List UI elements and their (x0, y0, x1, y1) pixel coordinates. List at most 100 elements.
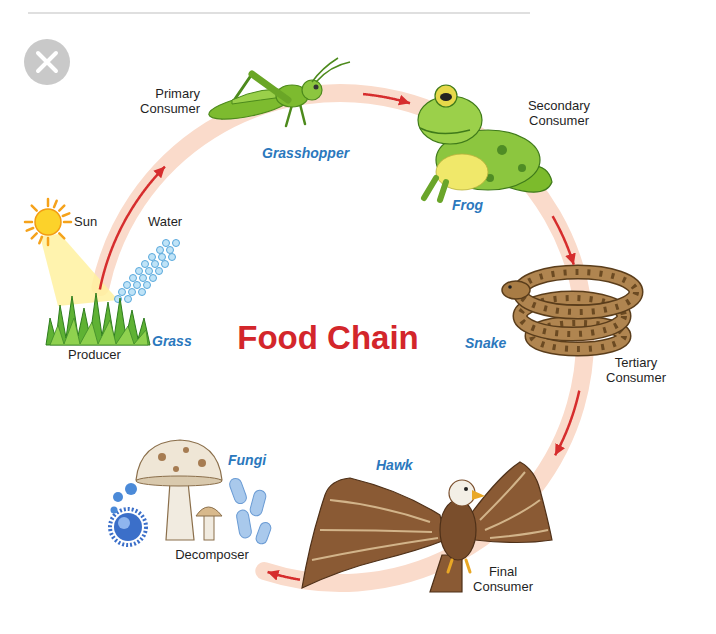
energy-arrow (268, 572, 300, 580)
fungi-drawing (118, 517, 130, 529)
frog-drawing (435, 85, 457, 107)
sun-icon (59, 233, 64, 238)
fungi-drawing (114, 513, 142, 541)
sun-icon (63, 213, 70, 216)
energy-arrow (363, 94, 410, 103)
water-drops (156, 268, 163, 275)
sun-icon (25, 199, 71, 245)
water-drops (142, 261, 149, 268)
grass-drawing (46, 293, 150, 345)
snake-drawing (502, 281, 530, 299)
grasshopper-drawing (312, 58, 350, 82)
snake-drawing (520, 272, 636, 312)
snake-drawing (508, 285, 512, 289)
fungi-drawing (196, 507, 222, 516)
water-drops (167, 247, 174, 254)
sun-icon (54, 201, 57, 208)
screen-edge (28, 13, 530, 14)
input-label: Sun (74, 214, 97, 229)
organism-node: FungiDecomposer (112, 440, 280, 572)
close-button (24, 39, 70, 85)
frog-drawing (420, 128, 470, 134)
organism-node: SnakeTertiary Consumer (460, 265, 679, 390)
trophic-role: Secondary Consumer (516, 98, 602, 128)
sun-icon (47, 238, 50, 245)
organism-name: Fungi (228, 452, 266, 468)
fungi-drawing (110, 440, 272, 545)
fungi-drawing (136, 476, 222, 486)
grass-drawing (50, 318, 148, 345)
energy-arrow (553, 216, 574, 264)
hawk-drawing (464, 487, 468, 491)
close-button (38, 53, 56, 71)
hawk-drawing (312, 500, 438, 560)
water-drops (134, 282, 141, 289)
fungi-drawing (110, 509, 146, 545)
hawk-drawing (302, 478, 445, 588)
trophic-role: Final Consumer (466, 564, 540, 594)
grasshopper-drawing (207, 58, 350, 126)
fungi-drawing (249, 489, 267, 517)
water-drops (124, 282, 131, 289)
frog-drawing (440, 93, 452, 101)
water-drops (169, 254, 176, 261)
water-drops (140, 275, 147, 282)
screen-edge (28, 12, 530, 14)
organism-node: Secondary ConsumerFrog (410, 75, 605, 216)
water-drops (139, 289, 146, 296)
fungi-drawing (228, 477, 248, 506)
sun-icon (64, 221, 71, 224)
sun-beam (40, 234, 118, 306)
organism-name: Frog (452, 197, 483, 213)
grasshopper-drawing (252, 74, 288, 100)
sun-beam (40, 234, 118, 306)
hawk-drawing (472, 490, 485, 500)
sun-icon (32, 206, 37, 211)
frog-drawing (424, 178, 446, 200)
trophic-role: Primary Consumer (128, 86, 200, 116)
water-drops (130, 275, 137, 282)
water-drops (157, 247, 164, 254)
fungi-drawing (166, 482, 194, 540)
fungi-drawing (204, 514, 214, 540)
trophic-role: Producer (68, 347, 121, 362)
frog-drawing (518, 164, 526, 172)
frog-drawing (497, 145, 507, 155)
fungi-drawing (236, 509, 253, 539)
organism-name: Hawk (376, 457, 413, 473)
input-label: Water (148, 214, 182, 229)
sun-icon (39, 237, 42, 244)
hawk-drawing (448, 560, 470, 572)
water-drops (163, 240, 170, 247)
snake-drawing (502, 272, 636, 349)
hawk-drawing (480, 472, 548, 538)
sun-icon (25, 199, 71, 245)
grasshopper-drawing (302, 80, 322, 100)
organism-node: HawkFinal Consumer (300, 455, 555, 600)
water-drops (150, 275, 157, 282)
sun-icon (32, 233, 37, 238)
water-drops (162, 261, 169, 268)
fungi-drawing (158, 453, 166, 461)
water-drops (119, 289, 126, 296)
water-drops (115, 240, 180, 303)
sun-icon (47, 199, 50, 206)
trophic-role: Tertiary Consumer (596, 355, 676, 385)
organism-node: GrassProducer (40, 290, 200, 370)
trophic-role: Decomposer (168, 547, 256, 562)
energy-arrow (555, 391, 579, 456)
sun-icon (27, 228, 34, 231)
grasshopper-drawing (314, 85, 319, 90)
fungi-drawing (198, 459, 206, 467)
grass-drawing (46, 293, 150, 345)
water-drops (149, 254, 156, 261)
fungi-drawing (183, 447, 189, 453)
sun-icon (35, 209, 61, 235)
sun-icon (59, 206, 64, 211)
fungi-drawing (255, 521, 273, 545)
water-drops (136, 268, 143, 275)
fungi-drawing (173, 466, 179, 472)
